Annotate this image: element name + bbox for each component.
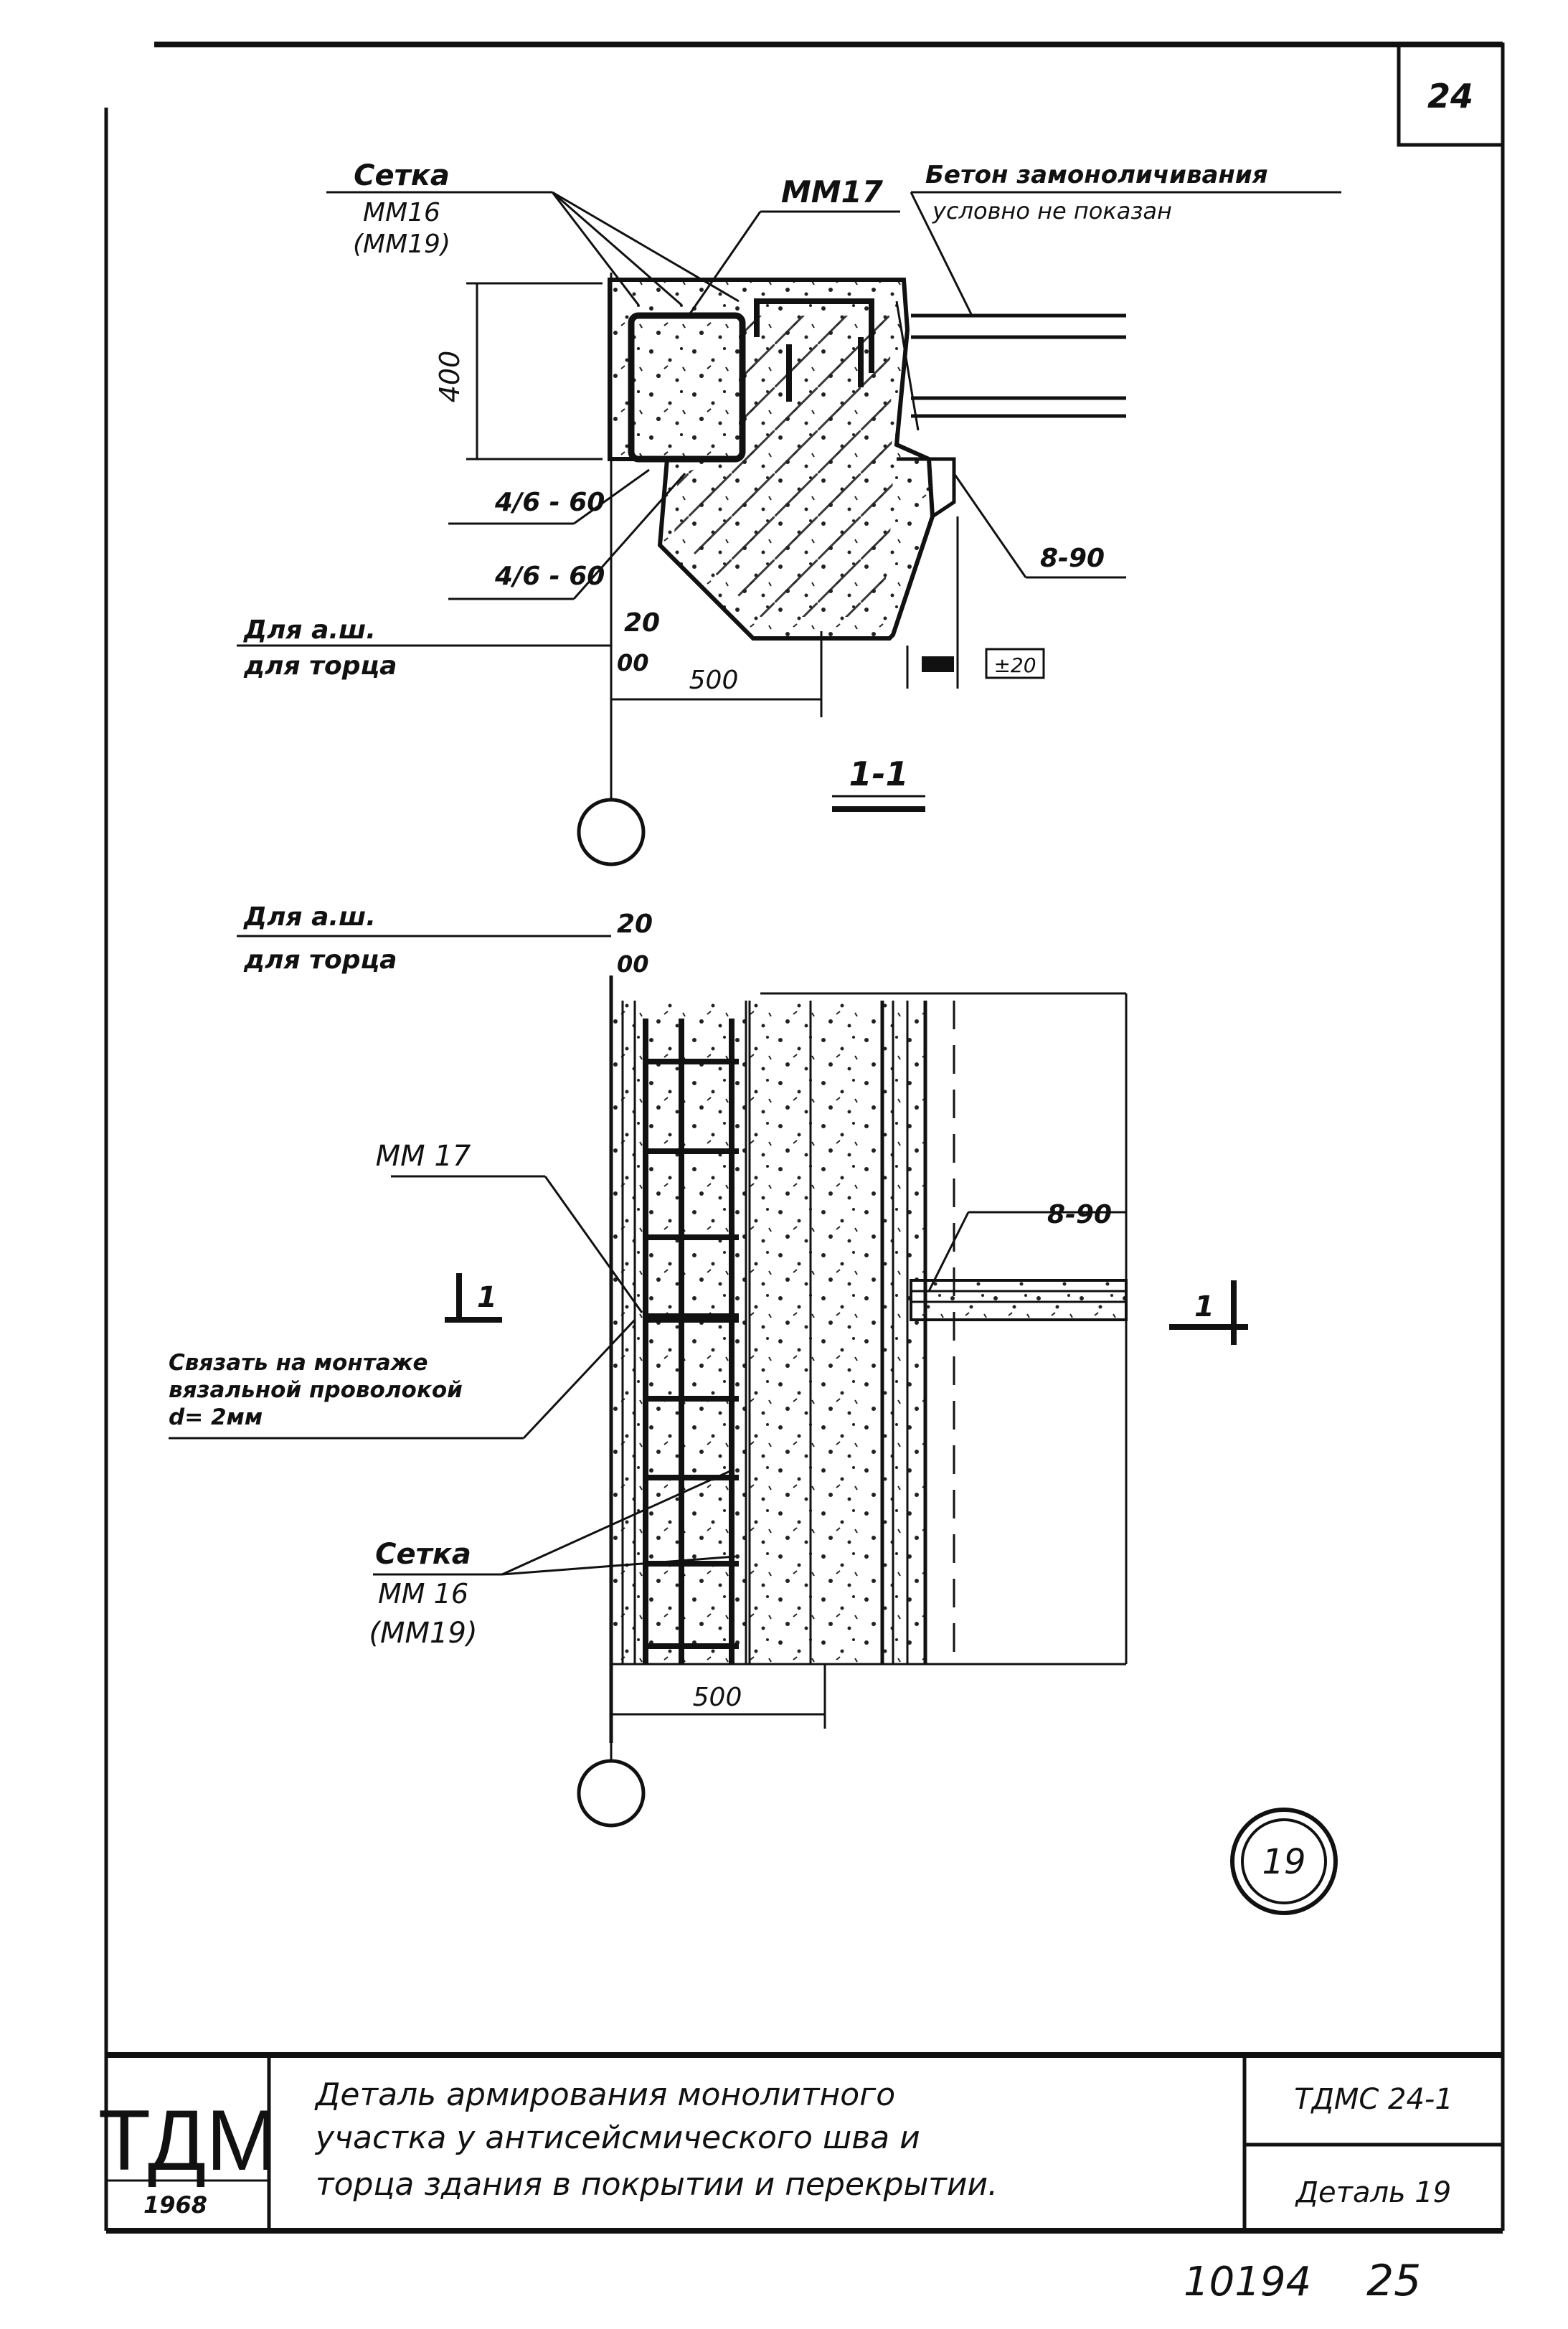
plan-axis-label-1: Для а.ш. <box>243 902 376 932</box>
title-line1: Деталь армирования монолитного <box>314 2077 895 2113</box>
label-rebar-right: 8-90 <box>1040 544 1105 573</box>
page-number-box: 24 <box>1397 42 1505 147</box>
doc-code: ТДМС 24-1 <box>1294 2083 1453 2116</box>
plan-label-setka: Сетка <box>375 1538 471 1571</box>
detail-number: 19 <box>1262 1842 1305 1882</box>
label-mm17: ММ17 <box>781 174 884 209</box>
plan-label-mm19: (ММ19) <box>369 1617 477 1650</box>
plan-axis-dim-00: 00 <box>617 950 649 978</box>
bottom-numbers: 10194 25 <box>1184 2256 1421 2306</box>
title-line3: торца здания в покрытии и перекрытии. <box>316 2166 998 2203</box>
dim-400: 400 <box>434 351 466 403</box>
label-setka: Сетка <box>354 159 450 192</box>
sheet-frame <box>104 42 1505 2234</box>
tie-note-line2: вязальной проволокой <box>169 1377 463 1403</box>
inventory-number: 10194 <box>1184 2259 1311 2305</box>
detail-number-badge: 19 <box>1230 1808 1338 1915</box>
label-mm19: (ММ19) <box>353 230 450 259</box>
section-1-1-labels: Сетка ММ16 (ММ19) ММ17 Бетон замоноличив… <box>237 159 1341 812</box>
note-concrete-line1: Бетон замоноличивания <box>925 161 1268 189</box>
plan-label-rebar-right: 8-90 <box>1047 1200 1112 1229</box>
axis-label-1: Для а.ш. <box>243 615 376 645</box>
axis-bubble-top <box>577 798 646 866</box>
year: 1968 <box>143 2191 207 2219</box>
plan-view-labels: Для а.ш. для торца 20 00 ММ 17 8-90 1 1 … <box>169 902 1248 1650</box>
org-logo: ТДМ <box>98 2092 278 2188</box>
plan-axis-label-2: для торца <box>243 945 397 975</box>
section-1-1: 400 500 ±20 <box>434 273 1126 866</box>
plan-view: 500 <box>577 975 1128 1828</box>
cut-mark-right: 1 <box>1194 1290 1214 1323</box>
plan-label-mm16: ММ 16 <box>378 1578 468 1610</box>
label-rebar-upper: 4/6 - 60 <box>494 488 605 517</box>
title-block: ТДМ 1968 Деталь армирования монолитного … <box>98 2052 1503 2231</box>
label-mm16: ММ16 <box>363 198 440 227</box>
axis-label-2: для торца <box>243 651 397 681</box>
cut-mark-left: 1 <box>477 1281 497 1314</box>
label-rebar-lower: 4/6 - 60 <box>494 562 605 591</box>
tie-note-line3: d= 2мм <box>169 1404 263 1430</box>
page-number: 24 <box>1427 77 1473 115</box>
sheet-page-number: 25 <box>1366 2256 1421 2306</box>
title-line2: участка у антисейсмического шва и <box>314 2120 920 2156</box>
dim-500: 500 <box>689 666 739 695</box>
tie-note-line1: Связать на монтаже <box>169 1350 428 1376</box>
axis-bubble-bottom <box>577 1759 646 1828</box>
dim-tolerance: ±20 <box>993 653 1036 677</box>
note-concrete-line2: условно не показан <box>932 197 1172 225</box>
detail-label: Деталь 19 <box>1295 2176 1451 2209</box>
plan-dim-500: 500 <box>693 1683 742 1712</box>
section-mark: 1-1 <box>849 755 908 793</box>
axis-dim-20: 20 <box>624 608 660 638</box>
plan-axis-dim-20: 20 <box>617 910 653 939</box>
axis-dim-00: 00 <box>617 649 649 676</box>
plan-label-mm17: ММ 17 <box>376 1140 471 1173</box>
